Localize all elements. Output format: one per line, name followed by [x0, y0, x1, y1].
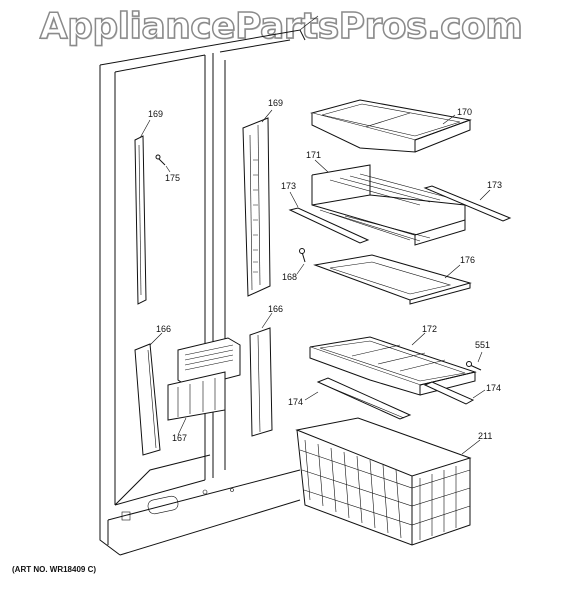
screw-168	[296, 248, 306, 275]
callout-174-left: 174	[288, 397, 304, 407]
watermark-logo: AppliancePartsPros.com	[39, 5, 523, 48]
callout-166-left: 166	[156, 324, 172, 334]
art-number: (ART NO. WR18409 C)	[12, 565, 97, 574]
cabinet-frame	[99, 15, 319, 556]
control-housing-167	[167, 337, 241, 436]
screw-175	[155, 154, 171, 173]
wire-basket-211	[295, 417, 481, 546]
slide-173-right	[423, 185, 512, 222]
screw-551	[466, 351, 483, 371]
callout-172: 172	[422, 324, 438, 334]
slide-174-right	[423, 381, 486, 405]
shelf-rail-right	[242, 109, 273, 297]
slide-173-left	[288, 191, 370, 244]
shelf-rail-left	[134, 119, 151, 305]
callout-166-right: 166	[268, 304, 284, 314]
callout-167: 167	[172, 433, 188, 443]
callout-170: 170	[457, 107, 473, 117]
callout-211: 211	[478, 431, 493, 441]
callout-551: 551	[475, 340, 491, 350]
callout-175: 175	[165, 173, 181, 183]
shelf-frame-176	[313, 254, 472, 305]
callout-173-right: 173	[487, 180, 503, 190]
shelf-rail-166-left	[134, 332, 163, 456]
callout-169-left: 169	[148, 109, 164, 119]
shelf-172	[309, 332, 477, 396]
callout-174-right: 174	[486, 383, 502, 393]
callout-176: 176	[460, 255, 476, 265]
shelf-rail-166-right	[249, 312, 273, 437]
callout-173-left: 173	[281, 181, 297, 191]
callout-168: 168	[282, 272, 298, 282]
shelf-170	[310, 99, 472, 153]
slide-174-left	[304, 377, 412, 420]
callout-169-right: 169	[268, 98, 284, 108]
wire-drawer-171	[311, 159, 466, 246]
callout-171: 171	[306, 150, 322, 160]
